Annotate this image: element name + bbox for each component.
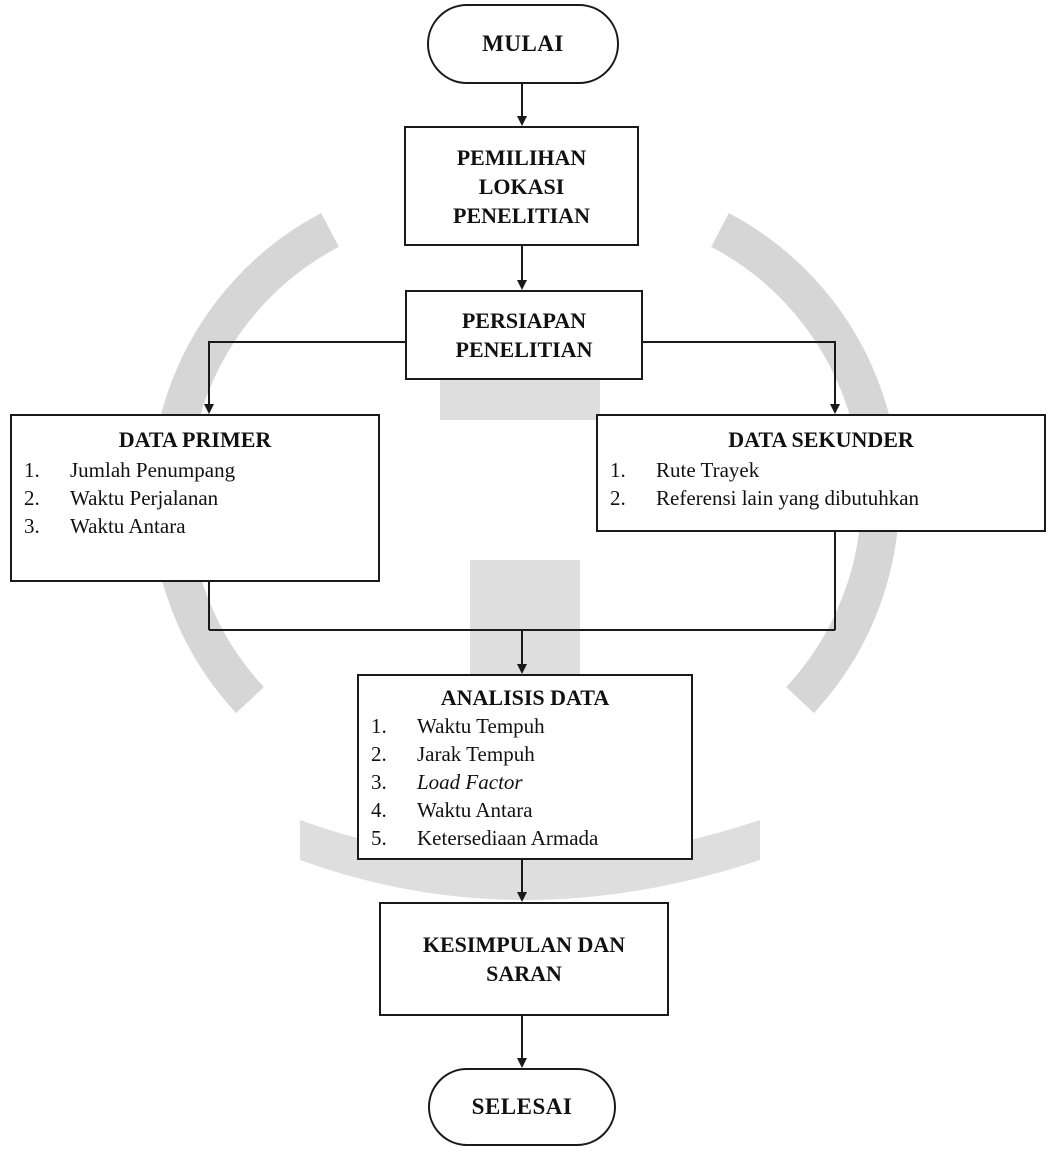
list-item-text: Waktu Antara — [417, 798, 533, 822]
preparation-box: PERSIAPAN PENELITIAN — [405, 290, 643, 380]
site-selection-line: LOKASI — [478, 173, 565, 199]
list-item-text: Rute Trayek — [656, 458, 760, 482]
list-item: 1. Jumlah Penumpang — [24, 456, 366, 484]
list-item: 3. Waktu Antara — [24, 512, 366, 540]
list-item-text: Referensi lain yang dibutuhkan — [656, 486, 920, 510]
list-item-text: Jumlah Penumpang — [70, 458, 236, 482]
start-label: MULAI — [482, 31, 564, 56]
site-selection-box: PEMILIHAN LOKASI PENELITIAN — [404, 126, 639, 246]
site-selection-line: PENELITIAN — [453, 202, 590, 228]
list-item-number: 5. — [371, 826, 387, 850]
secondary-data-box: DATA SEKUNDER 1. Rute Trayek 2. Referens… — [596, 414, 1046, 532]
primary-data-box: DATA PRIMER 1. Jumlah Penumpang 2. Waktu… — [10, 414, 380, 582]
end-label: SELESAI — [471, 1094, 573, 1119]
preparation-line: PENELITIAN — [455, 337, 593, 362]
list-item-number: 3. — [371, 770, 387, 794]
conclusion-line: KESIMPULAN DAN — [422, 932, 626, 957]
analysis-box: ANALISIS DATA 1. Waktu Tempuh 2. Jarak T… — [357, 674, 693, 860]
list-item-number: 4. — [371, 798, 387, 822]
primary-data-title: DATA PRIMER — [118, 427, 272, 452]
list-item-number: 1. — [371, 714, 387, 738]
list-item-number: 2. — [371, 742, 387, 766]
list-item-text: Load Factor — [417, 770, 523, 794]
list-item-number: 1. — [24, 458, 40, 482]
list-item-text: Waktu Antara — [70, 514, 186, 538]
list-item-number: 2. — [610, 486, 626, 510]
list-item: 2. Jarak Tempuh — [371, 740, 679, 768]
secondary-data-title: DATA SEKUNDER — [728, 427, 914, 452]
list-item: 1. Waktu Tempuh — [371, 712, 679, 740]
list-item-text: Waktu Tempuh — [417, 714, 545, 738]
list-item-text: Ketersediaan Armada — [417, 826, 599, 850]
preparation-line: PERSIAPAN — [461, 308, 587, 333]
primary-data-list: 1. Jumlah Penumpang 2. Waktu Perjalanan … — [24, 456, 366, 540]
site-selection-line: PEMILIHAN — [456, 144, 587, 170]
arrow-prep-to-primary — [204, 341, 405, 414]
conclusion-line: SARAN — [486, 961, 562, 986]
list-item-number: 2. — [24, 486, 40, 510]
list-item: 3. Load Factor — [371, 768, 679, 796]
analysis-title: ANALISIS DATA — [440, 685, 610, 710]
end-terminal: SELESAI — [428, 1068, 616, 1146]
list-item-number: 3. — [24, 514, 40, 538]
secondary-data-list: 1. Rute Trayek 2. Referensi lain yang di… — [610, 456, 1032, 512]
list-item-text: Waktu Perjalanan — [70, 486, 219, 510]
list-item: 5. Ketersediaan Armada — [371, 824, 679, 852]
list-item-number: 1. — [610, 458, 626, 482]
analysis-list: 1. Waktu Tempuh 2. Jarak Tempuh 3. Load … — [371, 712, 679, 852]
list-item: 4. Waktu Antara — [371, 796, 679, 824]
arrow-prep-to-secondary — [643, 341, 840, 414]
list-item: 2. Waktu Perjalanan — [24, 484, 366, 512]
list-item: 2. Referensi lain yang dibutuhkan — [610, 484, 1032, 512]
list-item: 1. Rute Trayek — [610, 456, 1032, 484]
list-item-text: Jarak Tempuh — [417, 742, 535, 766]
conclusion-box: KESIMPULAN DAN SARAN — [379, 902, 669, 1016]
start-terminal: MULAI — [427, 4, 619, 84]
